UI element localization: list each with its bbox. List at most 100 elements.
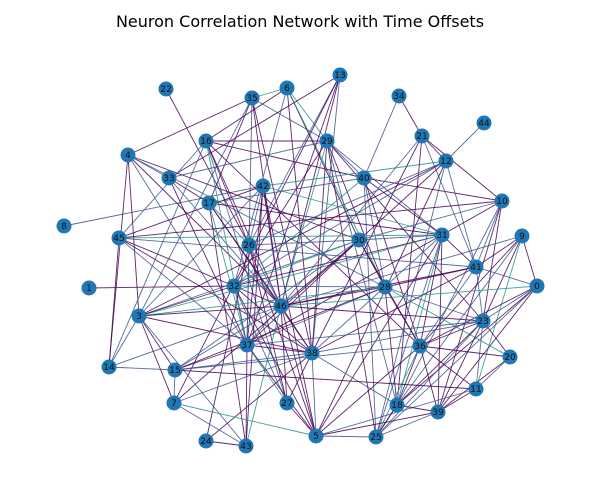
node-circle [494, 193, 510, 209]
edge-35-3 [138, 97, 253, 317]
node-label: 21 [416, 132, 427, 142]
edge-17-31 [208, 202, 443, 236]
edge-4-3 [127, 154, 140, 317]
node-circle [279, 80, 295, 96]
node-label: 14 [103, 363, 115, 373]
edge-layer [63, 74, 538, 447]
edge-26-37 [246, 244, 250, 346]
node-38: 38 [304, 345, 320, 361]
edge-23-38 [311, 320, 484, 354]
edge-3-14 [108, 315, 140, 368]
node-label: 15 [169, 366, 180, 376]
node-circle [198, 133, 214, 149]
edge-31-25 [375, 234, 443, 438]
node-circle [434, 227, 450, 243]
edge-0-25 [375, 285, 538, 438]
edge-0-46 [280, 285, 538, 307]
node-circle [468, 259, 484, 275]
chart-title: Neuron Correlation Network with Time Off… [115, 12, 485, 31]
node-circle [166, 395, 182, 411]
edge-41-0 [475, 266, 538, 287]
edge-35-29 [251, 97, 328, 142]
node-28: 28 [377, 279, 393, 295]
node-label: 20 [504, 353, 516, 363]
edge-12-3 [138, 160, 447, 317]
edge-33-17 [168, 177, 210, 204]
node-circle [101, 359, 117, 375]
edge-30-3 [138, 239, 360, 317]
edge-6-29 [286, 87, 328, 142]
edge-42-43 [245, 185, 264, 447]
node-circle [414, 128, 430, 144]
edge-16-26 [205, 140, 250, 246]
node-label: 8 [61, 222, 67, 232]
node-label: 36 [414, 342, 426, 352]
node-4: 4 [120, 147, 136, 163]
node-circle [412, 338, 428, 354]
edge-28-18 [384, 286, 398, 406]
node-label: 3 [136, 312, 142, 322]
edge-44-12 [445, 122, 485, 162]
node-label: 42 [257, 182, 268, 192]
node-circle [332, 67, 348, 83]
node-label: 17 [203, 199, 214, 209]
node-33: 33 [161, 170, 177, 186]
node-9: 9 [514, 228, 530, 244]
edge-33-37 [168, 177, 248, 346]
node-label: 18 [391, 401, 403, 411]
node-circle [377, 279, 393, 295]
node-6: 6 [279, 80, 295, 96]
edge-28-36 [384, 286, 421, 347]
edge-10-23 [482, 200, 503, 322]
edge-26-30 [248, 239, 360, 246]
edge-46-3 [138, 305, 282, 317]
edge-36-18 [396, 345, 421, 406]
edge-4-37 [127, 154, 248, 346]
edge-23-18 [396, 320, 484, 406]
edge-15-11 [174, 369, 477, 390]
edge-23-36 [419, 320, 484, 347]
node-label: 31 [436, 231, 447, 241]
edge-29-46 [280, 140, 328, 307]
node-circle [319, 133, 335, 149]
edge-33-46 [168, 177, 282, 307]
node-label: 33 [163, 174, 174, 184]
edge-7-5 [173, 402, 317, 437]
edge-31-32 [233, 234, 443, 287]
edge-13-7 [173, 74, 341, 404]
node-label: 41 [470, 263, 481, 273]
edge-45-31 [118, 234, 443, 239]
node-circle [226, 278, 242, 294]
node-32: 32 [226, 278, 242, 294]
node-17: 17 [201, 195, 217, 211]
node-label: 22 [160, 85, 171, 95]
node-25: 25 [368, 429, 384, 445]
edge-31-41 [441, 234, 477, 268]
edge-32-27 [233, 285, 288, 404]
node-label: 16 [200, 137, 212, 147]
edge-32-28 [233, 285, 386, 288]
edge-41-23 [475, 266, 484, 322]
edge-3-38 [138, 315, 313, 354]
edge-34-40 [363, 95, 400, 179]
edge-0-23 [482, 285, 538, 322]
edge-31-38 [311, 234, 443, 354]
edge-40-17 [208, 177, 365, 204]
node-circle [279, 395, 295, 411]
edge-16-37 [205, 140, 248, 346]
edge-36-25 [375, 345, 421, 438]
node-circle [475, 313, 491, 329]
edge-38-18 [311, 352, 398, 406]
edge-17-37 [208, 202, 248, 346]
edge-23-25 [375, 320, 484, 438]
node-label: 37 [241, 341, 252, 351]
edge-32-46 [233, 285, 282, 307]
node-label: 28 [379, 283, 391, 293]
node-label: 13 [334, 71, 345, 81]
edge-9-0 [521, 235, 538, 287]
node-circle [529, 278, 545, 294]
edge-16-45 [118, 140, 207, 239]
edge-16-27 [205, 140, 288, 404]
edge-35-38 [251, 97, 313, 354]
